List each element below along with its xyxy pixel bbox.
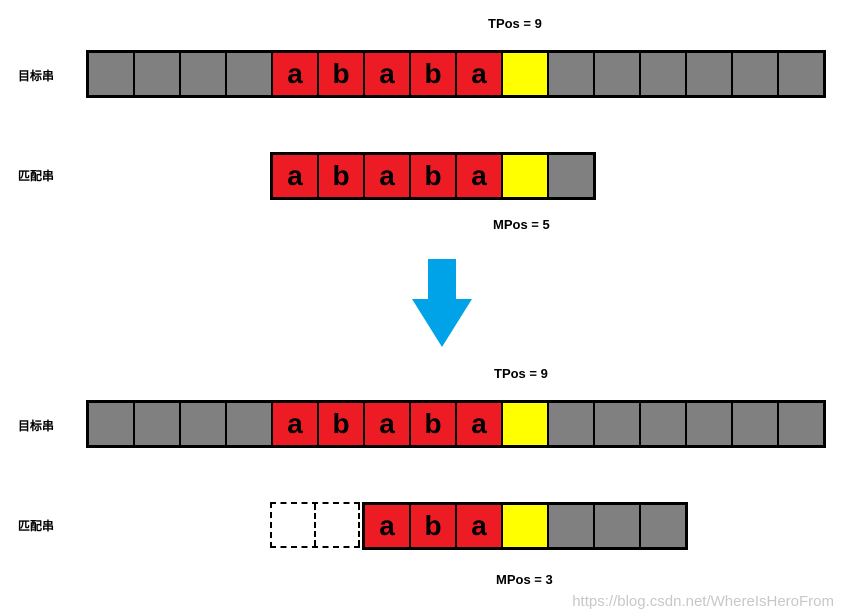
- pattern-cell: a: [365, 155, 409, 197]
- pattern-cell: a: [457, 155, 501, 197]
- target-cell: [595, 403, 639, 445]
- target-cell: [135, 403, 179, 445]
- pattern-cell: [549, 155, 593, 197]
- target-cell: [733, 53, 777, 95]
- pattern-cell: [503, 155, 547, 197]
- pattern-cell: [503, 505, 547, 547]
- pattern-cell: [641, 505, 685, 547]
- target-cell: b: [319, 403, 363, 445]
- target-cell: a: [457, 53, 501, 95]
- mpos-label-top: MPos = 5: [493, 217, 550, 232]
- pattern-cell: a: [365, 505, 409, 547]
- target-cell: [549, 403, 593, 445]
- target-cell: b: [411, 403, 455, 445]
- pattern-cell: a: [273, 155, 317, 197]
- target-cell: a: [273, 53, 317, 95]
- tpos-label-bottom: TPos = 9: [494, 366, 548, 381]
- pattern-cell: b: [411, 155, 455, 197]
- pattern-cell: [549, 505, 593, 547]
- target-cell: a: [365, 53, 409, 95]
- pattern-cell: b: [411, 505, 455, 547]
- pattern-cell: [595, 505, 639, 547]
- target-cell: [89, 403, 133, 445]
- shifted-out-cells: [270, 502, 360, 548]
- target-cell: [135, 53, 179, 95]
- watermark: https://blog.csdn.net/WhereIsHeroFrom: [572, 593, 834, 610]
- target-cell: [779, 403, 823, 445]
- target-cell: [503, 403, 547, 445]
- target-cell: [641, 53, 685, 95]
- target-cell: [503, 53, 547, 95]
- target-cell: a: [365, 403, 409, 445]
- target-cell: [687, 53, 731, 95]
- target-cell: b: [411, 53, 455, 95]
- mpos-label-bottom: MPos = 3: [496, 572, 553, 587]
- pattern-cell: b: [319, 155, 363, 197]
- target-cell: [181, 403, 225, 445]
- target-cell: [641, 403, 685, 445]
- target-cell: [733, 403, 777, 445]
- target-cell: [687, 403, 731, 445]
- shifted-out-cell: [272, 504, 316, 546]
- down-arrow-icon: [412, 259, 472, 347]
- target-cell: [89, 53, 133, 95]
- target-cell: a: [457, 403, 501, 445]
- target-cell: b: [319, 53, 363, 95]
- target-string-label-bottom: 目标串: [18, 419, 55, 433]
- target-cell: [181, 53, 225, 95]
- target-cell: [779, 53, 823, 95]
- target-cell: [227, 403, 271, 445]
- target-cell: [595, 53, 639, 95]
- target-cell: [549, 53, 593, 95]
- target-string-label-top: 目标串: [18, 69, 55, 83]
- target-cell: a: [273, 403, 317, 445]
- shifted-out-cell: [316, 504, 360, 546]
- tpos-label-top: TPos = 9: [488, 16, 542, 31]
- pattern-string-label-bottom: 匹配串: [18, 519, 55, 533]
- pattern-cell: a: [457, 505, 501, 547]
- target-cell: [227, 53, 271, 95]
- pattern-string-label-top: 匹配串: [18, 169, 55, 183]
